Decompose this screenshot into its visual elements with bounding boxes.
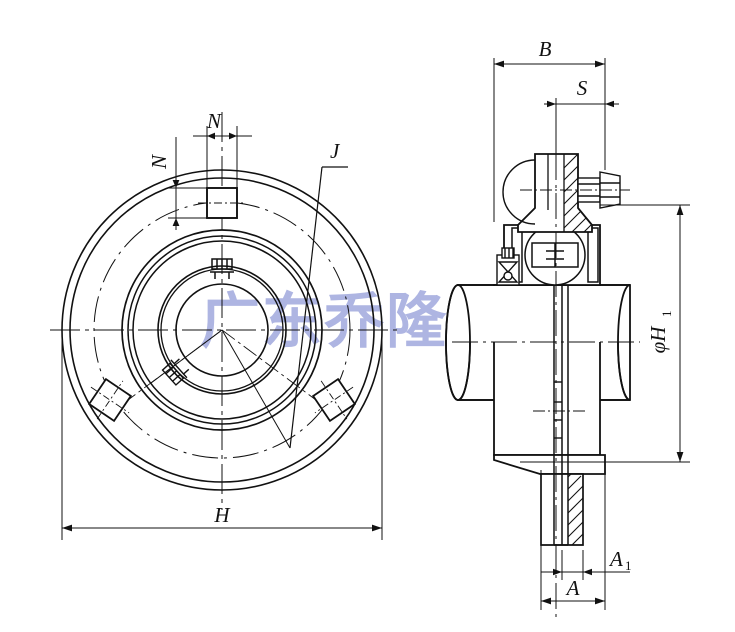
dim-N-horizontal-group bbox=[193, 126, 252, 196]
dim-phiH1-label-group: φH 1 bbox=[646, 311, 674, 354]
dim-phiH1-subscript: 1 bbox=[659, 311, 674, 318]
watermark-guangdong-qiaolong: 广东乔隆 bbox=[200, 287, 448, 357]
watermark-text: 广东乔隆 bbox=[200, 287, 448, 357]
side-setscrew-tip bbox=[503, 271, 513, 281]
side-setscrew-cone-up bbox=[497, 261, 519, 274]
setscrew-ll-base bbox=[170, 359, 188, 379]
dim-N-h-arrow-left bbox=[207, 132, 215, 140]
radial-dashdot-lr bbox=[221, 329, 317, 401]
dim-A1-label: A bbox=[608, 547, 623, 571]
dim-S-arrow-right bbox=[605, 100, 614, 108]
dim-S-label: S bbox=[577, 76, 588, 100]
dim-A-group bbox=[540, 470, 606, 610]
side-view-centerlines bbox=[452, 115, 640, 620]
dim-A1-label-group: A 1 bbox=[608, 547, 632, 573]
dim-N-vertical-group bbox=[168, 137, 210, 230]
dim-phiH1-group bbox=[520, 204, 690, 463]
setscrew-ll-leg2 bbox=[173, 358, 180, 365]
shaft-overlay-upper bbox=[459, 286, 629, 342]
j-leader-line bbox=[289, 166, 323, 449]
dim-phiH1-arrow-bot bbox=[676, 452, 684, 462]
bearing-outer-race-right bbox=[587, 227, 599, 283]
radial-dashdot-ll bbox=[127, 329, 223, 401]
flange-boss-arc-group bbox=[502, 159, 536, 225]
dim-A1-subscript: 1 bbox=[625, 558, 632, 573]
stem-thread-marks bbox=[554, 381, 562, 439]
dim-phiH1-arrow-top bbox=[676, 205, 684, 215]
dim-N-v-arrow-top bbox=[172, 180, 180, 188]
dim-N-horizontal-label: N bbox=[206, 109, 222, 133]
dim-N-v-arrow-bot bbox=[172, 218, 180, 226]
dim-B-arrow-right bbox=[595, 60, 605, 68]
radial-line-j-lower bbox=[221, 329, 291, 449]
flange-stem-inner-lines bbox=[547, 154, 565, 232]
flange-stem-group bbox=[517, 153, 593, 233]
setscrew-ll-th2 bbox=[168, 370, 178, 379]
dim-A1-arrow-left bbox=[553, 568, 562, 576]
j-leader-group bbox=[289, 166, 348, 449]
dim-S-group bbox=[544, 90, 619, 160]
dim-A-label: A bbox=[565, 576, 580, 600]
side-setscrew-head bbox=[501, 247, 515, 259]
dim-N-h-arrow-right bbox=[229, 132, 237, 140]
bolt-pad-lower-left bbox=[87, 377, 133, 423]
bolt-pad-lower-left-square bbox=[87, 377, 133, 423]
shaft-overlay-group bbox=[459, 286, 629, 342]
side-setscrew-group bbox=[496, 247, 520, 286]
setscrew-lower-left bbox=[161, 358, 190, 386]
dim-A1-arrow-right bbox=[583, 568, 592, 576]
setscrew-ll-leg1 bbox=[183, 368, 190, 375]
flange-boss-arc bbox=[502, 159, 536, 225]
dim-B-arrow-left bbox=[494, 60, 504, 68]
spigot-hatch-clip-group bbox=[568, 474, 583, 545]
dim-A1-group bbox=[541, 550, 630, 580]
front-view-centerlines bbox=[50, 112, 400, 510]
dim-H-arrow-left bbox=[62, 524, 72, 532]
dim-B-label: B bbox=[539, 37, 552, 61]
dim-H-label: H bbox=[213, 503, 231, 527]
dim-N-vertical-label: N bbox=[147, 154, 171, 170]
dim-A-arrow-left bbox=[541, 597, 551, 605]
dim-H-group bbox=[61, 330, 383, 540]
dim-S-arrow-left bbox=[547, 100, 556, 108]
j-label: J bbox=[330, 139, 341, 163]
bolt-pad-lower-right-square bbox=[311, 377, 357, 423]
setscrew-top bbox=[210, 258, 234, 279]
dim-phiH1-label: φH bbox=[646, 325, 670, 354]
setscrew-ll-th3 bbox=[165, 366, 174, 375]
setscrew-ll-th1 bbox=[172, 374, 181, 382]
spigot-hatch bbox=[568, 474, 583, 545]
flange-stem-shape bbox=[517, 153, 593, 233]
bolt-pad-lower-right bbox=[311, 377, 357, 423]
dim-H-arrow-right bbox=[372, 524, 382, 532]
stem-bore-lines bbox=[553, 285, 569, 546]
dim-A-arrow-right bbox=[595, 597, 605, 605]
front-view-radial-dashdot bbox=[127, 329, 317, 401]
